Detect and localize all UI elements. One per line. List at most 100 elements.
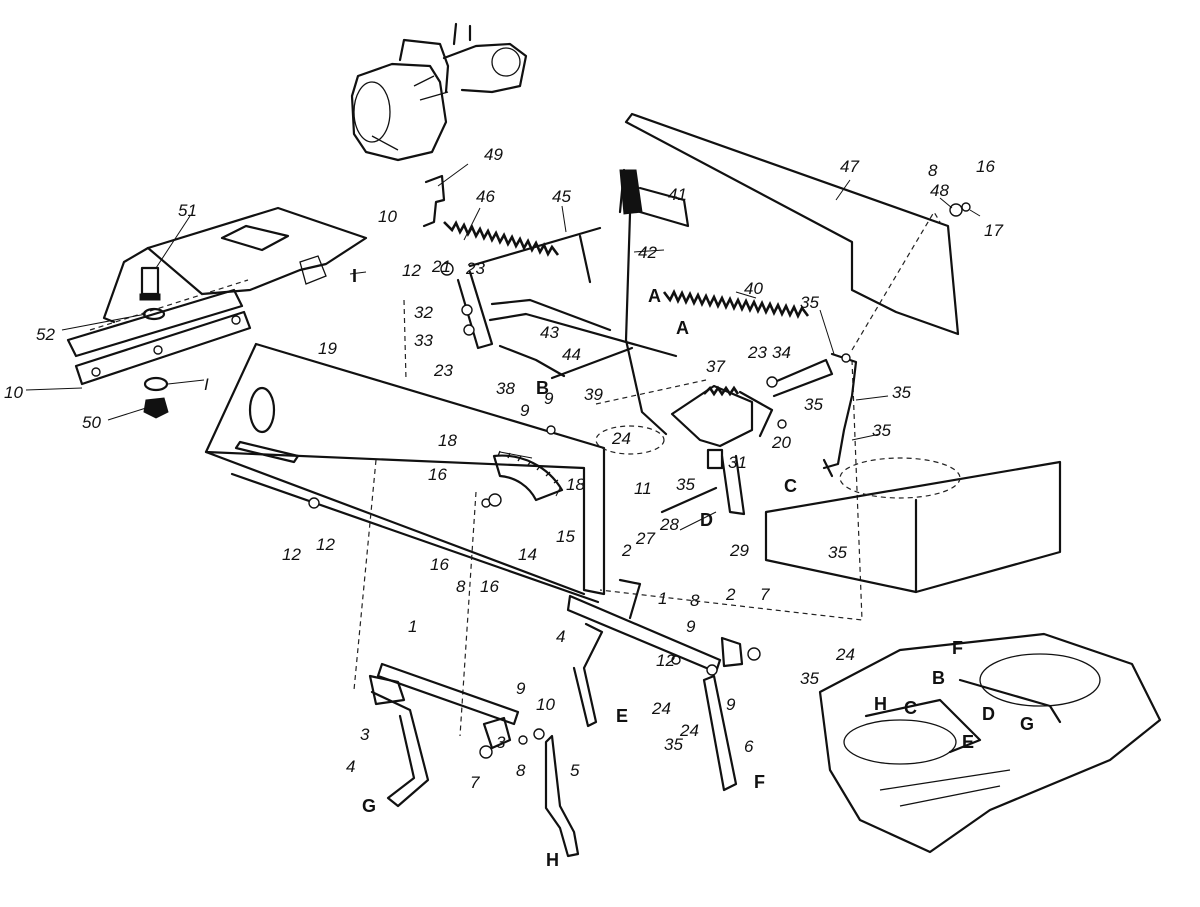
label-2-right: 2 (725, 585, 736, 604)
label-A-deck: B (932, 668, 945, 688)
label-34: 35 (676, 475, 695, 494)
label-12-top: 10 (378, 207, 397, 226)
cover-46 (624, 112, 960, 336)
arm-5 (544, 734, 580, 858)
lift-arm-right (566, 578, 744, 792)
bar-11 (66, 279, 252, 386)
label-A-lever: A (676, 318, 689, 338)
label-39: 40 (744, 279, 763, 298)
label-31: 35 (872, 421, 891, 440)
label-B-deck: C (904, 698, 917, 718)
label-35-low: 35 (664, 735, 683, 754)
label-9-mid: 9 (520, 401, 530, 420)
label-16-top: 16 (976, 157, 995, 176)
label-35-deck: 35 (800, 669, 819, 688)
label-G-left: G (362, 796, 376, 816)
label-23-top: 21 (431, 257, 451, 276)
label-12-mid: 11 (634, 479, 652, 498)
label-42: 43 (540, 323, 559, 342)
label-8-low: 8 (516, 761, 526, 780)
label-35-a: 32 (414, 303, 433, 322)
label-27: 28 (659, 515, 679, 534)
label-D-mid: D (700, 510, 713, 530)
deck-base-box (595, 379, 1062, 594)
label-35-right: 35 (804, 395, 823, 414)
label-23-low: 23 (433, 361, 453, 380)
label-F-low: F (754, 772, 765, 792)
arm-30 (768, 352, 858, 478)
label-9-right: 9 (726, 695, 736, 714)
label-37: 38 (496, 379, 515, 398)
link-28 (720, 454, 746, 516)
label-33: 35 (800, 293, 819, 312)
label-32: 35 (828, 543, 847, 562)
label-I-lever: A (648, 286, 661, 306)
fasteners-49-52 (139, 266, 169, 419)
label-18-mid: 16 (428, 465, 447, 484)
label-4-right: 4 (556, 627, 565, 646)
label-8-right: 8 (690, 591, 700, 610)
label-19: 18 (438, 431, 457, 450)
label-13-top: 12 (402, 261, 421, 280)
label-51: 52 (36, 325, 55, 344)
label-20: 18 (566, 475, 585, 494)
label-8-mid: 8 (456, 577, 466, 596)
label-45: 46 (476, 187, 495, 206)
label-43: 44 (562, 345, 581, 364)
label-11: 10 (4, 383, 23, 402)
label-6: 6 (744, 737, 754, 756)
label-12-low: 12 (656, 651, 675, 670)
part-labels: 51 I 52 10 I 50 49 46 45 10 12 21 23 32 … (4, 145, 1034, 870)
label-3-left: 3 (360, 725, 370, 744)
label-29: 31 (728, 453, 747, 472)
spring-45 (443, 220, 560, 257)
part-48-bracket (422, 174, 446, 228)
label-8-top: 8 (928, 161, 938, 180)
label-F-deck: G (1020, 714, 1034, 734)
mounting-frame-dashed (353, 210, 941, 737)
label-E-deck: F (952, 638, 963, 658)
mower-deck (818, 632, 1162, 854)
label-G-deck: H (874, 694, 887, 714)
label-47: 48 (930, 181, 949, 200)
label-30: 35 (892, 383, 911, 402)
label-15: 15 (556, 527, 575, 546)
label-24-low-b: 24 (679, 721, 699, 740)
panel-21 (204, 342, 606, 604)
label-48: 49 (484, 145, 503, 164)
label-24-deck: 24 (835, 645, 855, 664)
label-26: 27 (635, 529, 655, 548)
label-35-top: 34 (772, 343, 791, 362)
label-5: 5 (570, 761, 580, 780)
rod-26 (660, 486, 718, 514)
label-52: I (204, 375, 209, 394)
label-24-low-a: 24 (651, 699, 671, 718)
label-10-right: 9 (686, 617, 696, 636)
label-38: 39 (584, 385, 603, 404)
lift-arm-left (368, 662, 520, 808)
label-50: 51 (178, 201, 197, 220)
label-24-mid: 24 (611, 429, 631, 448)
label-35-b: 33 (414, 331, 433, 350)
rod-44 (468, 226, 602, 284)
label-7-left: 7 (470, 773, 480, 792)
label-12-left: 12 (282, 545, 301, 564)
label-3-mid: 3 (496, 733, 506, 752)
label-C-deck: D (982, 704, 995, 724)
callout-leaders (25, 163, 981, 531)
label-B-top: B (536, 378, 549, 398)
label-2-top: 2 (621, 541, 632, 560)
label-28: 29 (729, 541, 749, 560)
label-1-right: 1 (658, 589, 667, 608)
lever-41 (618, 168, 690, 436)
label-H-low: H (546, 850, 559, 870)
label-13-left: 12 (316, 535, 335, 554)
label-23-mid: 23 (465, 259, 485, 278)
label-14: 14 (518, 545, 537, 564)
sector-20 (492, 450, 564, 502)
label-18-top: 17 (984, 221, 1003, 240)
plate-I (102, 206, 368, 324)
label-4-left: 4 (346, 757, 355, 776)
label-7-right: 7 (760, 585, 770, 604)
